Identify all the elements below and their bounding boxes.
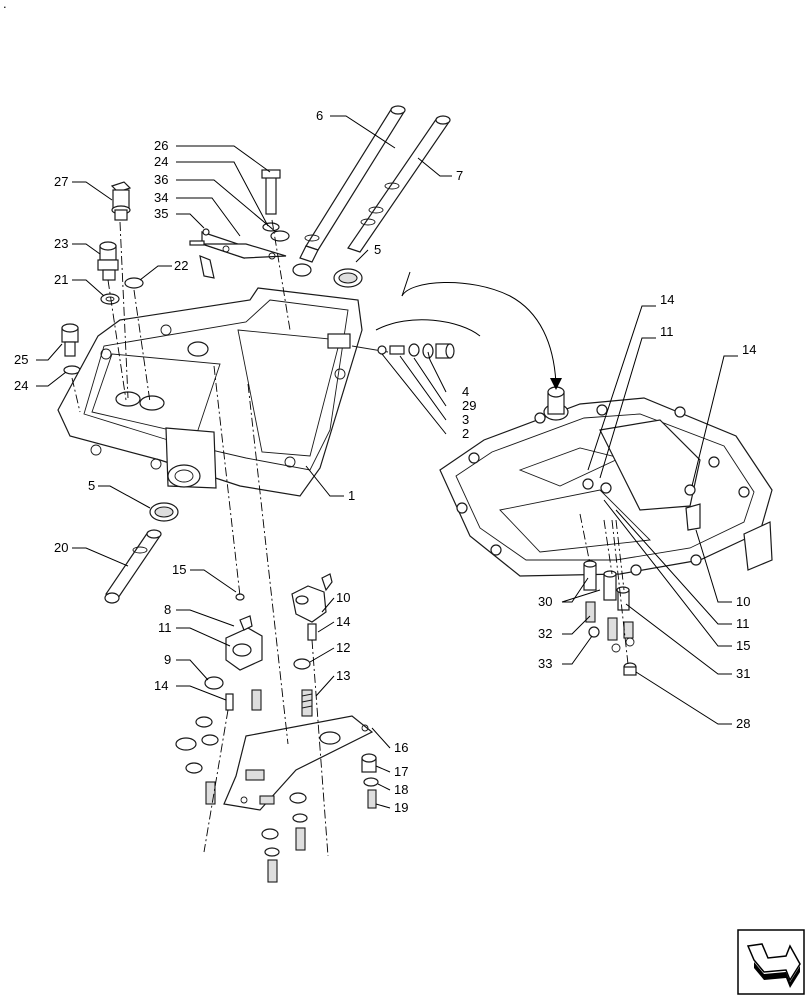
pin-26	[261, 169, 290, 242]
callout-24-left: 24	[14, 378, 28, 393]
balls-33	[588, 626, 635, 653]
washer-12	[293, 658, 311, 670]
callout-11-right-lower: 11	[736, 616, 750, 631]
callout-14-lower-left: 14	[154, 678, 168, 693]
callout-14-right-upper: 14	[660, 292, 674, 307]
callout-15-right: 15	[736, 638, 750, 653]
callout-21: 21	[54, 272, 68, 287]
callout-19: 19	[394, 800, 408, 815]
callout-20: 20	[54, 540, 68, 555]
callout-4: 4	[462, 384, 469, 399]
callout-3: 3	[462, 412, 469, 427]
callout-18: 18	[394, 782, 408, 797]
springs-left	[175, 689, 308, 883]
callout-12: 12	[336, 640, 350, 655]
view-arrow-curve	[375, 271, 562, 390]
screw-35	[189, 228, 210, 246]
fitting-27	[110, 181, 132, 221]
callout-13: 13	[336, 668, 350, 683]
callout-17: 17	[394, 764, 408, 779]
callout-25: 25	[14, 352, 28, 367]
callout-10: 10	[336, 590, 350, 605]
callout-24: 24	[154, 154, 168, 169]
callout-29: 29	[462, 398, 476, 413]
shaft-6	[299, 105, 406, 263]
callout-11: 11	[158, 620, 172, 635]
bushing	[292, 263, 312, 277]
sleeves-30-31	[583, 560, 630, 611]
callout-2: 2	[462, 426, 469, 441]
screw-15	[235, 593, 245, 601]
leader-lines	[36, 115, 738, 809]
pin-14-left	[225, 693, 234, 711]
housing-interior-view	[439, 386, 773, 577]
callout-10-right: 10	[736, 594, 750, 609]
callout-31: 31	[736, 666, 750, 681]
callout-14-right: 14	[742, 342, 756, 357]
shaft-7	[347, 115, 451, 253]
seal-5-lower	[149, 502, 179, 522]
corner-mark: .	[3, 0, 7, 11]
callout-6: 6	[316, 108, 323, 123]
callout-labels: 6 7 26 24 36 34 35 27 23 21 22 5 25 24 4…	[14, 108, 756, 815]
callout-28: 28	[736, 716, 750, 731]
callout-8: 8	[164, 602, 171, 617]
shaft-20	[104, 529, 162, 604]
fitting-23	[97, 241, 119, 281]
spacer-9	[204, 676, 224, 690]
callout-27: 27	[54, 174, 68, 189]
callout-34: 34	[154, 190, 168, 205]
washer-21	[100, 293, 120, 305]
callout-11-right-upper: 11	[660, 324, 674, 339]
callout-5-upper: 5	[374, 242, 381, 257]
plate-16	[223, 715, 374, 811]
callout-30: 30	[538, 594, 552, 609]
callout-16: 16	[394, 740, 408, 755]
spring-13	[301, 689, 313, 717]
pin-14-upper	[307, 623, 317, 641]
plug-22	[124, 277, 144, 289]
plug-28	[623, 662, 637, 676]
next-page-arrow-icon[interactable]	[737, 929, 805, 995]
callout-15: 15	[172, 562, 186, 577]
bracket-34	[199, 231, 287, 279]
lever-10	[291, 573, 333, 623]
callout-7: 7	[456, 168, 463, 183]
callout-22: 22	[174, 258, 188, 273]
callout-23: 23	[54, 236, 68, 251]
callout-32: 32	[538, 626, 552, 641]
plug-2-3-4-29	[351, 343, 455, 359]
callout-35: 35	[154, 206, 168, 221]
housing-1	[57, 287, 363, 497]
callout-5-lower: 5	[88, 478, 95, 493]
callout-9: 9	[164, 652, 171, 667]
callout-14-lower-right: 14	[336, 614, 350, 629]
lever-11	[225, 615, 263, 671]
callout-36: 36	[154, 172, 168, 187]
callout-26: 26	[154, 138, 168, 153]
bolt-25	[61, 323, 79, 357]
assembly-guide-lines	[71, 219, 629, 857]
bush-17-18-19	[361, 753, 379, 809]
callout-33: 33	[538, 656, 552, 671]
callout-1: 1	[348, 488, 355, 503]
seal-5-upper	[333, 268, 363, 288]
